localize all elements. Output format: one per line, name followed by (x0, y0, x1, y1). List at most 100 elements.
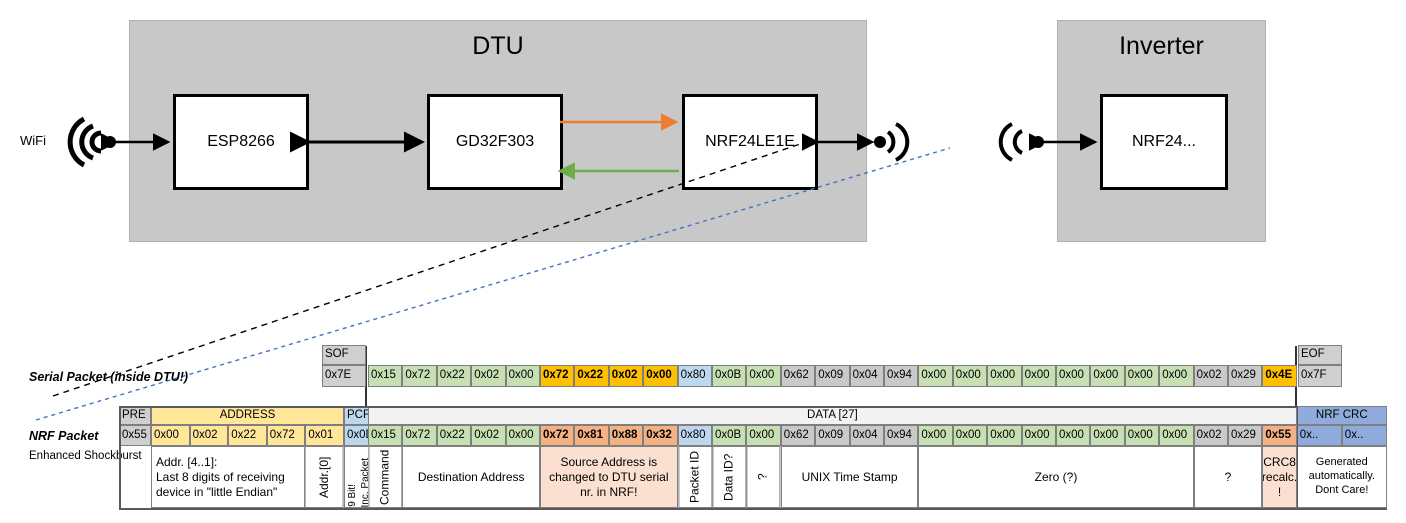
serial-sof-header: SOF (322, 345, 366, 365)
nrf-byte-10: 0x0B (712, 425, 747, 446)
nrf-crc-byte-0: 0x.. (1296, 425, 1342, 446)
nrf-desc-packet-id: Packet ID (677, 446, 712, 508)
inverter-title: Inverter (1119, 32, 1204, 60)
nrf-byte-3: 0x02 (471, 425, 506, 446)
serial-sof-value: 0x7E (322, 365, 366, 387)
nrf-byte-6: 0x81 (574, 425, 609, 446)
nrf-data-header: DATA [27] (368, 406, 1297, 425)
nrf-byte-23: 0x00 (1159, 425, 1194, 446)
nrf-desc-command: Command (368, 446, 403, 508)
nrf-byte-25: 0x29 (1228, 425, 1263, 446)
nrf-outline-top (119, 406, 1297, 408)
serial-byte-12: 0x62 (780, 365, 816, 387)
serial-byte-11: 0x00 (746, 365, 781, 387)
nrf-desc-pcf-bits: 9 Bit! (347, 484, 358, 507)
serial-byte-7: 0x02 (608, 365, 644, 387)
nrf-desc-zero: Zero (?) (918, 446, 1194, 508)
nrf-crc-byte-1: 0x.. (1341, 425, 1387, 446)
serial-byte-16: 0x00 (918, 365, 953, 387)
serial-byte-20: 0x00 (1056, 365, 1091, 387)
serial-byte-10: 0x0B (712, 365, 747, 387)
nrf-byte-11: 0x00 (746, 425, 781, 446)
nrf-outline-right (1296, 406, 1299, 508)
nrf-address-byte-4: 0x01 (305, 425, 344, 446)
nrf-byte-24: 0x02 (1193, 425, 1228, 446)
nrf-pre-value: 0x55 (119, 425, 151, 446)
dtu-title: DTU (472, 32, 524, 60)
nrf-outline-left (119, 406, 121, 508)
chip-nrf24[interactable]: NRF24... (1100, 94, 1228, 190)
enhanced-shockburst-label: Enhanced Shockburst (29, 450, 142, 462)
nrf-address-byte-1: 0x02 (189, 425, 229, 446)
wifi-antenna-dot (104, 136, 116, 148)
nrf-desc-crc8: CRC8 recalc. ! (1262, 446, 1297, 508)
nrf-desc-unknown-2: ? (1193, 446, 1263, 508)
serial-byte-23: 0x00 (1159, 365, 1194, 387)
serial-byte-3: 0x02 (471, 365, 506, 387)
inverter-radio-dot (1032, 136, 1044, 148)
serial-byte-14: 0x04 (849, 365, 884, 387)
serial-byte-6: 0x22 (574, 365, 609, 387)
nrf-byte-7: 0x88 (608, 425, 644, 446)
nrf-byte-21: 0x00 (1090, 425, 1125, 446)
chip-gd32f303-label: GD32F303 (455, 133, 535, 150)
nrf-byte-2: 0x22 (436, 425, 472, 446)
chip-esp8266-label: ESP8266 (207, 133, 275, 150)
serial-byte-22: 0x00 (1124, 365, 1160, 387)
nrf-byte-13: 0x09 (815, 425, 850, 446)
dtu-radio-antenna-icon (886, 122, 910, 162)
serial-byte-5: 0x72 (540, 365, 575, 387)
chip-gd32f303[interactable]: GD32F303 (427, 94, 563, 190)
serial-byte-19: 0x00 (1021, 365, 1056, 387)
nrf-byte-20: 0x00 (1056, 425, 1091, 446)
nrf-address-header: ADDRESS (151, 406, 344, 425)
nrf-byte-18: 0x00 (987, 425, 1022, 446)
chip-esp8266[interactable]: ESP8266 (173, 94, 309, 190)
nrf-address-byte-2: 0x22 (228, 425, 267, 446)
nrf-byte-15: 0x94 (884, 425, 919, 446)
inverter-radio-antenna-icon (998, 122, 1023, 162)
wifi-label: WiFi (20, 133, 46, 148)
nrf-byte-14: 0x04 (849, 425, 884, 446)
serial-eof-header: EOF (1298, 345, 1342, 365)
serial-byte-13: 0x09 (815, 365, 850, 387)
nrf-byte-19: 0x00 (1021, 425, 1056, 446)
nrf-desc-unknown-1: ? (746, 446, 781, 508)
nrf-byte-12: 0x62 (780, 425, 816, 446)
serial-byte-21: 0x00 (1090, 365, 1125, 387)
nrf-byte-22: 0x00 (1124, 425, 1160, 446)
serial-byte-2: 0x22 (436, 365, 472, 387)
nrf-desc-addr0: Addr.[0] (305, 446, 344, 508)
nrf-desc-timestamp: UNIX Time Stamp (780, 446, 919, 508)
chip-nrf24le1e[interactable]: NRF24LE1E (682, 94, 818, 190)
nrf-address-byte-0: 0x00 (151, 425, 190, 446)
nrf-byte-1: 0x72 (402, 425, 437, 446)
serial-byte-15: 0x94 (884, 365, 919, 387)
nrf-byte-5: 0x72 (540, 425, 575, 446)
nrf-byte-26: 0x55 (1262, 425, 1297, 446)
serial-byte-25: 0x29 (1228, 365, 1263, 387)
serial-byte-4: 0x00 (505, 365, 540, 387)
chip-nrf24-label: NRF24... (1131, 133, 1196, 150)
serial-byte-0: 0x15 (368, 365, 403, 387)
nrf-desc-source: Source Address is changed to DTU serial … (540, 446, 678, 508)
serial-byte-9: 0x80 (677, 365, 712, 387)
nrf-byte-17: 0x00 (952, 425, 988, 446)
serial-byte-24: 0x02 (1193, 365, 1228, 387)
nrf-desc-data-id: Data ID? (712, 446, 747, 508)
nrf-byte-9: 0x80 (677, 425, 712, 446)
nrf-desc-destination: Destination Address (402, 446, 540, 508)
dtu-radio-dot (874, 136, 886, 148)
nrf-packet-label: NRF Packet (29, 429, 99, 443)
nrf-pre-header: PRE (119, 406, 151, 425)
serial-byte-8: 0x00 (643, 365, 678, 387)
nrf-desc-address: Addr. [4..1]: Last 8 digits of receiving… (151, 446, 306, 508)
serial-byte-1: 0x72 (402, 365, 437, 387)
nrf-crc-header: NRF CRC (1296, 406, 1387, 425)
nrf-desc-crc-generated: Generated automatically. Dont Care! (1296, 446, 1387, 508)
wifi-antenna-icon (67, 116, 102, 168)
serial-byte-26: 0x4E (1262, 365, 1297, 387)
nrf-address-byte-3: 0x72 (266, 425, 306, 446)
nrf-outline-bottom (119, 508, 1387, 510)
